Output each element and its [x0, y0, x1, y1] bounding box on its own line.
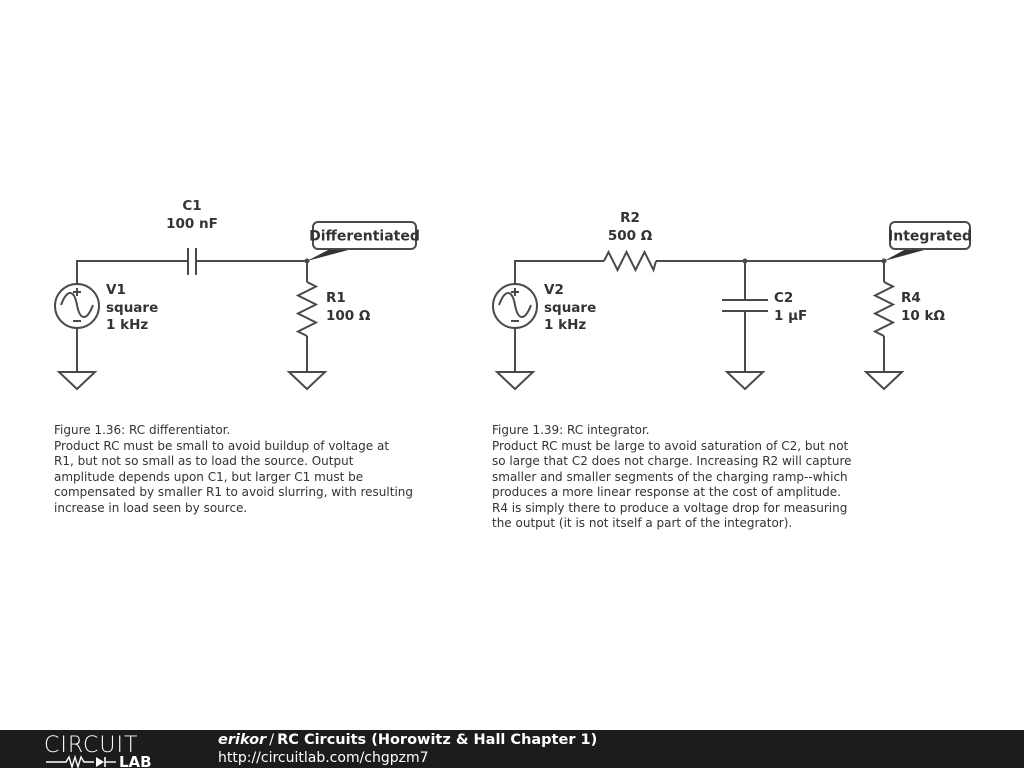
r2-name-label: R2 — [620, 210, 640, 226]
r1-name-label: R1 — [326, 290, 346, 306]
caption-line: produces a more linear response at the c… — [492, 485, 841, 499]
c2-value-label: 1 µF — [774, 308, 807, 324]
caption-line: Product RC must be small to avoid buildu… — [54, 438, 390, 453]
differentiator-circuit: Differentiated C1 100 nF V1 square 1 kHz… — [54, 198, 420, 391]
output-tag-differentiated[interactable]: Differentiated — [304, 221, 420, 264]
schematic-canvas: Differentiated C1 100 nF V1 square 1 kHz… — [54, 198, 972, 391]
caption-line: increase in load seen by source. — [54, 500, 248, 515]
caption-line: amplitude depends upon C1, but larger C1… — [54, 469, 364, 484]
caption-line: R1, but not so small as to load the sour… — [54, 454, 354, 468]
integrator-circuit: Integrated R2 500 Ω V2 square 1 kHz C2 1… — [492, 210, 972, 391]
r4-name-label: R4 — [901, 290, 921, 306]
circuit-url-link[interactable]: http://circuitlab.com/chgpzm7 — [218, 750, 429, 766]
ground-r1 — [286, 362, 328, 391]
caption-line: R4 is simply there to produce a voltage … — [492, 500, 848, 515]
differentiator-caption: Figure 1.36: RC differentiator. Product … — [54, 423, 413, 516]
caption-line: the output (it is not itself a part of t… — [492, 516, 793, 530]
caption-line: so large that C2 does not charge. Increa… — [492, 454, 852, 468]
capacitor-c2[interactable] — [722, 299, 768, 312]
resistor-r2[interactable] — [603, 249, 657, 273]
logo-word-circuit: CIRCUIT — [44, 733, 138, 758]
v1-type-label: square — [106, 300, 158, 316]
footer-separator: / — [269, 732, 275, 748]
ground-r4 — [863, 362, 905, 391]
output-tag-integrated[interactable]: Integrated — [881, 221, 972, 264]
caption-line: smaller and smaller segments of the char… — [492, 469, 848, 484]
circuitlab-logo[interactable]: CIRCUIT LAB — [44, 732, 174, 768]
circuit-title: RC Circuits (Horowitz & Hall Chapter 1) — [277, 732, 598, 748]
caption-line: Product RC must be large to avoid satura… — [492, 438, 849, 453]
v2-name-label: V2 — [544, 282, 564, 298]
v1-freq-label: 1 kHz — [106, 317, 148, 333]
logo-word-lab: LAB — [119, 753, 152, 768]
integrator-caption: Figure 1.39: RC integrator. Product RC m… — [492, 423, 852, 532]
r1-value-label: 100 Ω — [326, 308, 371, 324]
c2-name-label: C2 — [774, 290, 793, 306]
footer-text: erikor/RC Circuits (Horowitz & Hall Chap… — [218, 732, 597, 767]
footer-title-row: erikor/RC Circuits (Horowitz & Hall Chap… — [218, 732, 597, 749]
caption-line: compensated by smaller R1 to avoid slurr… — [54, 485, 414, 499]
footer-bar: CIRCUIT LAB erikor/RC Circuits (Horowitz… — [0, 730, 1024, 768]
v2-freq-label: 1 kHz — [544, 317, 586, 333]
resistor-r1[interactable] — [295, 281, 319, 337]
capacitor-c1[interactable] — [187, 248, 197, 275]
differentiator-wires — [76, 260, 308, 362]
author-link[interactable]: erikor — [218, 732, 267, 748]
c1-name-label: C1 — [182, 198, 201, 214]
v2-type-label: square — [544, 300, 596, 316]
ground-c2 — [724, 362, 766, 391]
integrator-wires — [514, 258, 885, 362]
voltage-source-v2[interactable] — [492, 283, 538, 329]
output-tag-integrated-label: Integrated — [888, 229, 972, 245]
ground-v2 — [494, 362, 536, 391]
ground-v1 — [56, 362, 98, 391]
r4-value-label: 10 kΩ — [901, 308, 945, 324]
caption-line: Figure 1.39: RC integrator. — [492, 423, 650, 437]
voltage-source-v1[interactable] — [54, 283, 100, 329]
v1-name-label: V1 — [106, 282, 126, 298]
caption-line: Figure 1.36: RC differentiator. — [54, 423, 231, 437]
r2-value-label: 500 Ω — [608, 228, 653, 244]
c1-value-label: 100 nF — [166, 216, 218, 232]
resistor-r4[interactable] — [872, 281, 896, 337]
output-tag-differentiated-label: Differentiated — [309, 229, 420, 245]
